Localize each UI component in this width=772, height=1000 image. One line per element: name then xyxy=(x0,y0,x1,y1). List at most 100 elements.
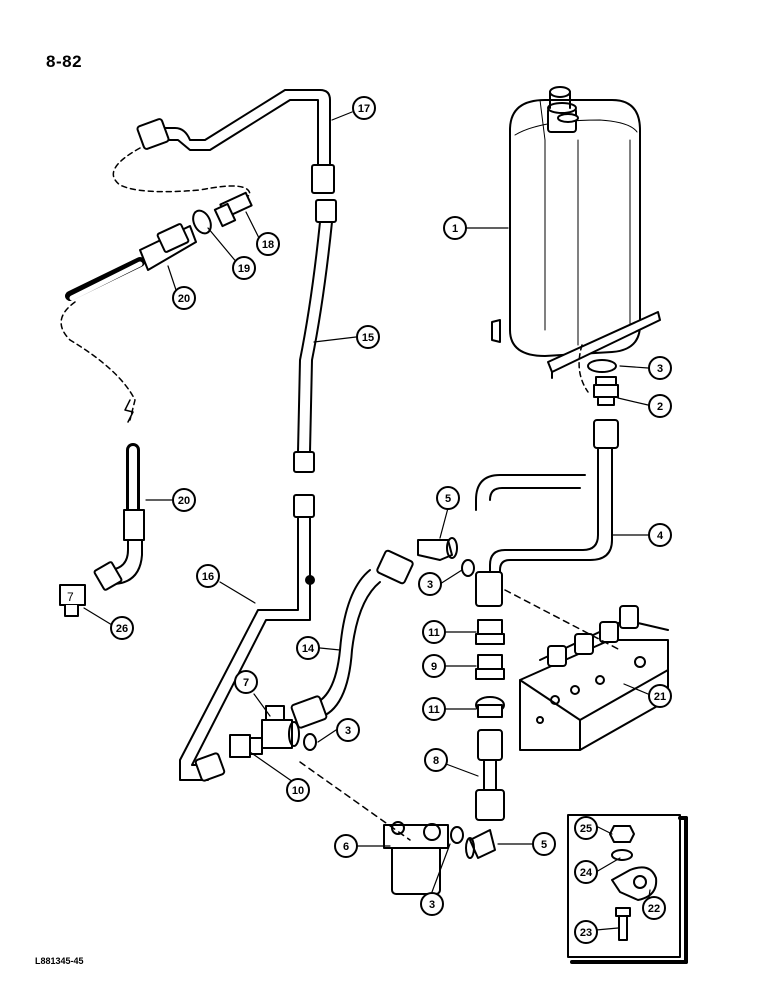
callout-circle xyxy=(422,620,446,644)
callout-label: 3 xyxy=(657,363,663,375)
oring-3-b xyxy=(303,733,317,751)
callout-c21: 21 xyxy=(648,684,672,708)
callout-c5a: 5 xyxy=(436,486,460,510)
tank-elbow-fitting xyxy=(593,376,619,406)
callout-c10: 10 xyxy=(286,778,310,802)
callout-circle xyxy=(532,832,556,856)
callout-label: 14 xyxy=(302,643,315,655)
callout-c19: 19 xyxy=(232,256,256,280)
callout-label: 10 xyxy=(292,785,304,797)
figure-code: L881345-45 xyxy=(35,956,84,966)
callout-circle xyxy=(574,816,598,840)
callout-c26: 26 xyxy=(110,616,134,640)
fitting-18 xyxy=(213,191,253,228)
callout-c16: 16 xyxy=(196,564,220,588)
fitting-11-lower xyxy=(475,696,505,718)
valve-block xyxy=(519,605,669,751)
callout-circle xyxy=(424,748,448,772)
fitting-11-upper xyxy=(475,619,505,645)
callout-c11b: 11 xyxy=(422,697,446,721)
callout-label: 5 xyxy=(541,839,547,851)
callout-c3c: 3 xyxy=(420,892,444,916)
callout-c14: 14 xyxy=(296,636,320,660)
callout-label: 4 xyxy=(657,530,664,542)
callout-label: 25 xyxy=(580,823,592,835)
callout-circle xyxy=(418,572,442,596)
callout-label: 20 xyxy=(178,495,190,507)
elbow-5-lower xyxy=(465,829,496,859)
callout-label: 3 xyxy=(429,899,435,911)
callout-circle xyxy=(648,356,672,380)
callout-layer: 1233334556789101111141516171819202021222… xyxy=(110,96,672,944)
callout-label: 24 xyxy=(580,867,593,879)
callout-label: 20 xyxy=(178,293,190,305)
callout-circle xyxy=(443,216,467,240)
fitting-9 xyxy=(475,654,505,680)
callout-label: 3 xyxy=(427,579,433,591)
callout-label: 7 xyxy=(243,677,249,689)
callout-circle xyxy=(648,684,672,708)
callout-label: 19 xyxy=(238,263,250,275)
callout-label: 17 xyxy=(358,103,370,115)
callout-circle xyxy=(422,697,446,721)
callout-circle xyxy=(422,654,446,678)
callout-c17: 17 xyxy=(352,96,376,120)
callout-c5b: 5 xyxy=(532,832,556,856)
callout-c23: 23 xyxy=(574,920,598,944)
callout-c20b: 20 xyxy=(172,488,196,512)
callout-label: 15 xyxy=(362,332,374,344)
callout-label: 11 xyxy=(428,627,440,639)
callout-c2: 2 xyxy=(648,394,672,418)
callout-circle xyxy=(296,636,320,660)
callout-circle xyxy=(234,670,258,694)
callout-circle xyxy=(436,486,460,510)
hose-20-upper xyxy=(65,223,197,301)
callout-circle xyxy=(642,896,666,920)
callout-circle xyxy=(110,616,134,640)
tube-15 xyxy=(293,199,337,473)
callout-label: 11 xyxy=(428,704,440,716)
callout-label: 18 xyxy=(262,239,274,251)
callout-c24: 24 xyxy=(574,860,598,884)
callout-circle xyxy=(420,892,444,916)
oring-3-c xyxy=(450,826,464,844)
oring-3-a xyxy=(461,559,475,577)
callout-label: 2 xyxy=(657,401,663,413)
callout-circle xyxy=(286,778,310,802)
callout-circle xyxy=(196,564,220,588)
tube-16 xyxy=(179,494,315,782)
hose-20-lower xyxy=(93,443,145,591)
callout-label: 8 xyxy=(433,755,439,767)
callout-label: 26 xyxy=(116,623,128,635)
callout-c1: 1 xyxy=(443,216,467,240)
callout-label: 9 xyxy=(431,661,437,673)
callout-label: 5 xyxy=(445,493,451,505)
callout-circle xyxy=(356,325,380,349)
tank-oring xyxy=(587,359,617,373)
callout-c9: 9 xyxy=(422,654,446,678)
callout-c4: 4 xyxy=(648,523,672,547)
callout-c22: 22 xyxy=(642,896,666,920)
filter-6 xyxy=(383,821,449,895)
tube-17 xyxy=(136,89,335,194)
callout-label: 23 xyxy=(580,927,592,939)
callout-c3a: 3 xyxy=(648,356,672,380)
callout-circle xyxy=(352,96,376,120)
reservoir-tank xyxy=(491,86,661,379)
callout-c3d: 3 xyxy=(418,572,442,596)
tube-8 xyxy=(475,729,505,821)
callout-circle xyxy=(334,834,358,858)
callout-circle xyxy=(172,286,196,310)
callout-circle xyxy=(648,394,672,418)
callout-circle xyxy=(336,718,360,742)
callout-label: 21 xyxy=(654,691,666,703)
elbow-5-upper xyxy=(417,537,458,561)
callout-c8: 8 xyxy=(424,748,448,772)
callout-label: 22 xyxy=(648,903,660,915)
callout-circle xyxy=(256,232,280,256)
callout-c11a: 11 xyxy=(422,620,446,644)
callout-label: 6 xyxy=(343,841,349,853)
callout-label: 16 xyxy=(202,571,214,583)
fitting-26: 7 xyxy=(59,584,86,617)
